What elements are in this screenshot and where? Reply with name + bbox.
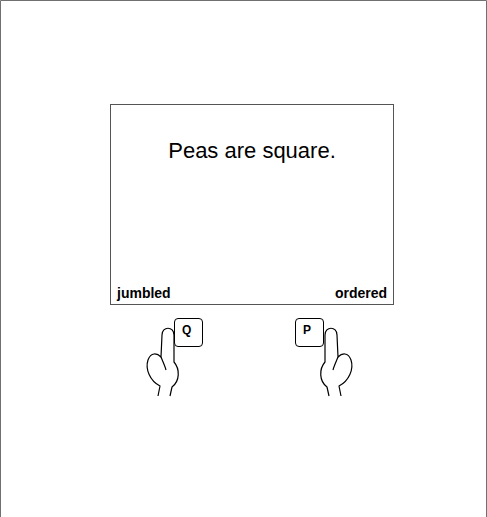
response-label: ordered xyxy=(335,285,387,301)
key-letter: Q xyxy=(182,323,191,337)
right-hand xyxy=(321,328,352,396)
key-letter: P xyxy=(303,323,311,337)
key-box: Q xyxy=(174,318,203,347)
screen-box: Peas are square. jumbled ordered xyxy=(110,104,394,305)
response-label: jumbled xyxy=(117,285,171,301)
stimulus-sentence: Peas are square. xyxy=(111,138,393,164)
key-box: P xyxy=(295,318,324,347)
